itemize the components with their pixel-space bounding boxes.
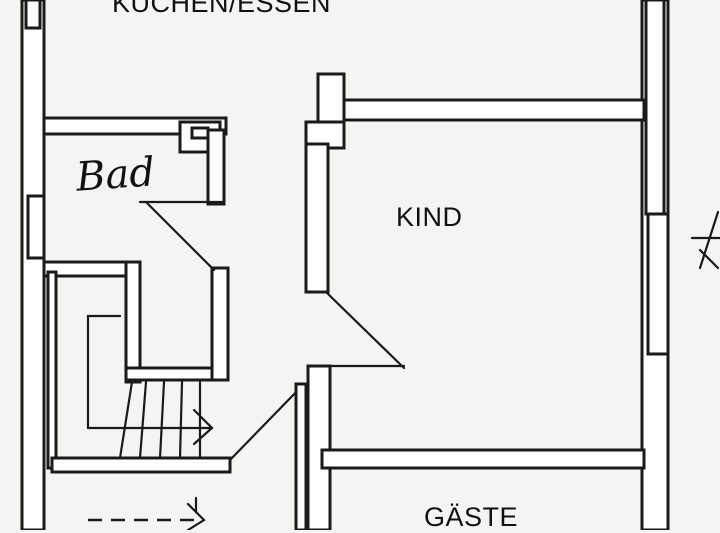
wall-bad-lower-right bbox=[210, 266, 230, 382]
door-swing-kind bbox=[324, 290, 406, 370]
stair-run-line bbox=[86, 314, 122, 430]
stair-step-1 bbox=[118, 380, 134, 460]
window-right-mid bbox=[646, 212, 670, 356]
window-left-top bbox=[24, 0, 42, 30]
wall-kind-top bbox=[342, 98, 646, 122]
stair-step-3 bbox=[158, 380, 166, 460]
outside-mark-3 bbox=[698, 248, 720, 270]
room-label-gaeste: GÄSTE bbox=[424, 502, 519, 532]
wall-kind-left-lower bbox=[306, 364, 332, 530]
wall-bad-bottom bbox=[42, 260, 138, 278]
room-label-kind: KIND bbox=[396, 202, 463, 232]
wall-stair-left-side bbox=[124, 260, 142, 384]
room-label-kuechen-essen: KÜCHEN/ESSEN bbox=[112, 0, 332, 18]
wall-stair-outer bbox=[46, 270, 58, 470]
wall-kind-bottom bbox=[320, 448, 646, 470]
stair-step-4 bbox=[178, 380, 184, 460]
chimney bbox=[316, 72, 346, 126]
room-label-bad: Bad bbox=[74, 149, 157, 201]
wall-corridor-bottom bbox=[50, 456, 232, 474]
door-swing-bad bbox=[144, 200, 216, 272]
dashed-arrow-head bbox=[186, 502, 206, 530]
outside-mark-2 bbox=[698, 210, 720, 270]
wall-corridor-right bbox=[294, 382, 308, 530]
wall-kind-left-upper bbox=[304, 142, 330, 294]
window-right-top bbox=[644, 0, 666, 216]
window-left-mid bbox=[26, 194, 46, 260]
stair-step-2 bbox=[138, 380, 148, 460]
wall-outer-left bbox=[20, 0, 46, 530]
wall-bad-right bbox=[206, 128, 226, 206]
door-swing-corridor bbox=[228, 384, 304, 462]
shaft-inner bbox=[190, 126, 210, 140]
